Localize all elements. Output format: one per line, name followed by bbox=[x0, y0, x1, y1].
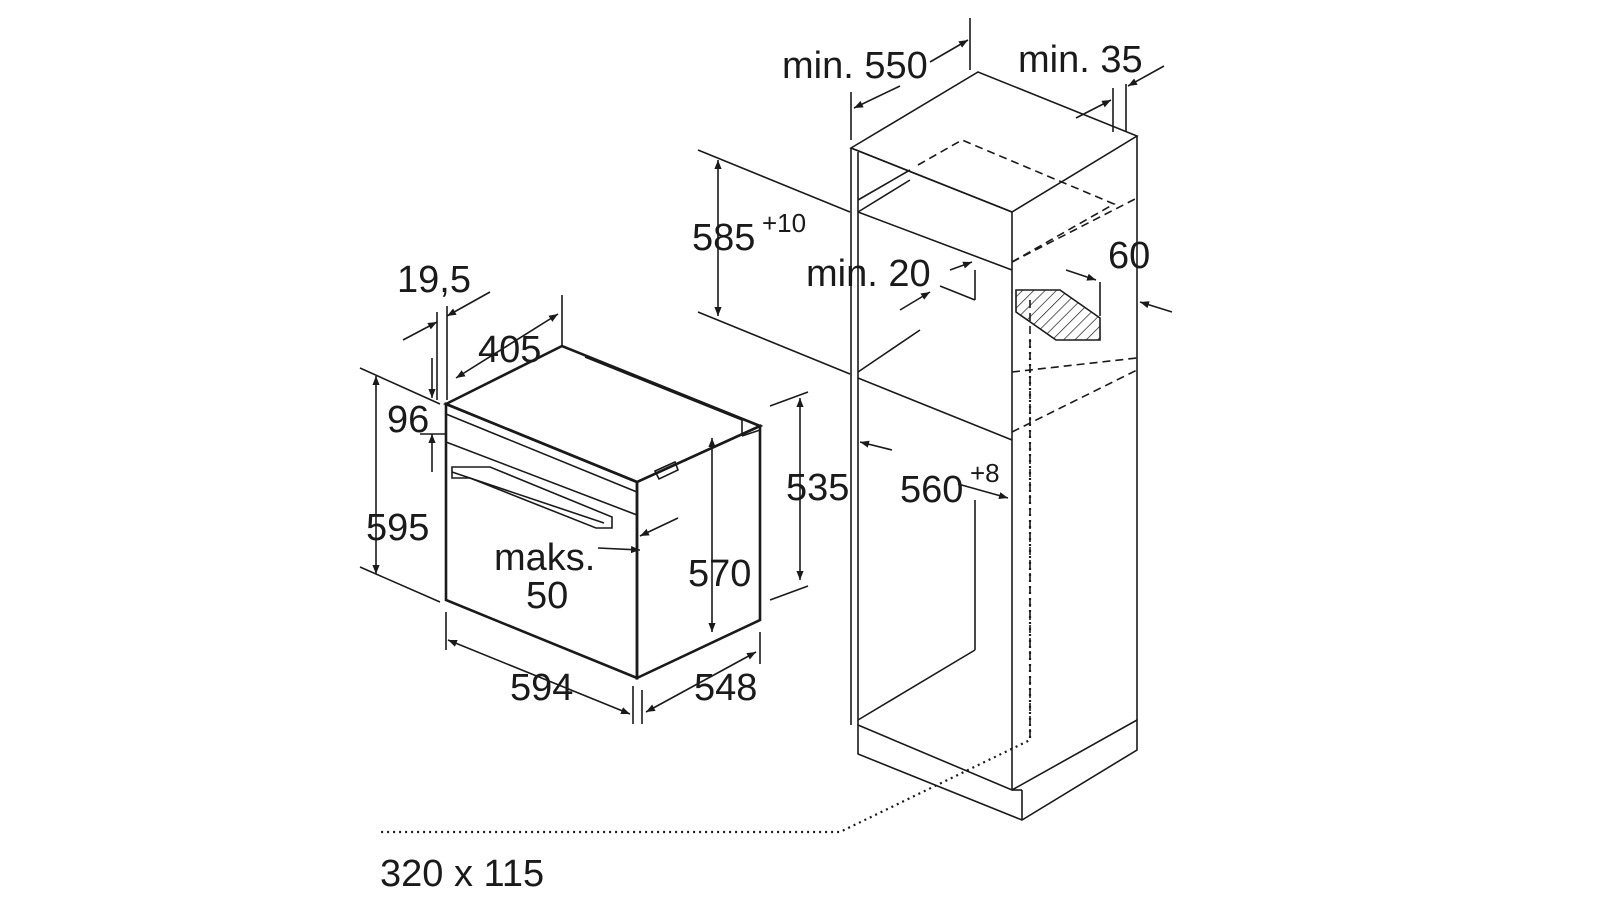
label-548: 548 bbox=[694, 667, 757, 709]
label-min-550: min. 550 bbox=[782, 45, 928, 87]
label-60: 60 bbox=[1108, 235, 1150, 277]
label-19-5: 19,5 bbox=[397, 259, 471, 301]
label-min-35: min. 35 bbox=[1018, 39, 1143, 81]
label-585: 585 bbox=[692, 217, 755, 259]
label-320x115: 320 x 115 bbox=[380, 853, 544, 895]
label-96: 96 bbox=[387, 399, 429, 441]
oven-drawing bbox=[442, 344, 764, 681]
dimension-labels: 19,5 405 96 595 maks. 50 570 535 594 548… bbox=[366, 39, 1150, 895]
label-560-tolerance: +8 bbox=[970, 458, 1000, 488]
label-maks: maks. bbox=[494, 537, 595, 579]
label-585-tolerance: +10 bbox=[762, 208, 806, 238]
label-570: 570 bbox=[688, 553, 751, 595]
label-maks-value: 50 bbox=[526, 575, 568, 617]
label-595: 595 bbox=[366, 507, 429, 549]
cabinet-drawing bbox=[849, 71, 1139, 821]
label-594: 594 bbox=[510, 667, 573, 709]
label-560: 560 bbox=[900, 469, 963, 511]
oven-dimension-lines bbox=[359, 291, 809, 724]
cabinet-dimension-lines bbox=[380, 18, 1173, 834]
label-405: 405 bbox=[478, 329, 541, 371]
label-min-20: min. 20 bbox=[806, 253, 931, 295]
label-535: 535 bbox=[786, 467, 849, 509]
